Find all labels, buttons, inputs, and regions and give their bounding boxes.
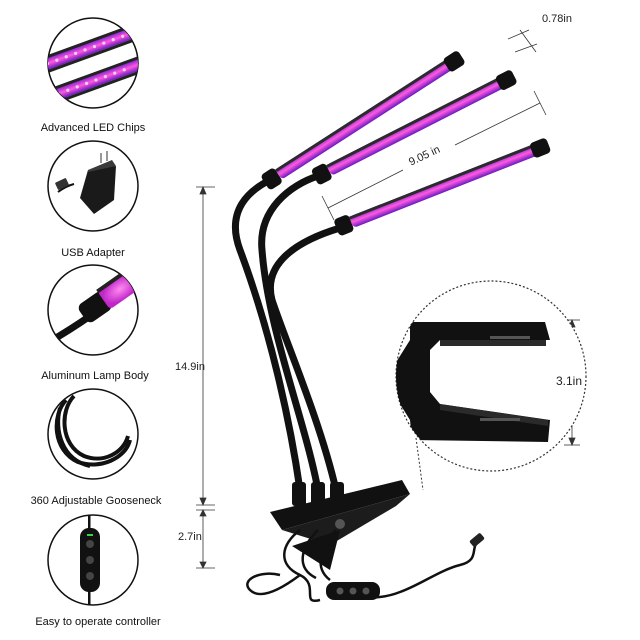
desk-clip	[270, 480, 410, 570]
clip-opening-label: 3.1in	[556, 374, 583, 388]
feature-label-gooseneck: 360 Adjustable Gooseneck	[30, 495, 162, 507]
gooseneck-icon	[47, 388, 139, 480]
bar-width-label: 0.78in	[542, 13, 572, 25]
feature-label-usb: USB Adapter	[61, 247, 125, 259]
light-bar-2	[311, 70, 517, 185]
usb-plug	[469, 533, 485, 547]
feature-label-led: Advanced LED Chips	[40, 122, 146, 134]
gooseneck-height-label: 14.9in	[175, 361, 205, 373]
feature-label-controller: Easy to operate controller	[35, 616, 161, 628]
feature-label-body: Aluminum Lamp Body	[41, 370, 149, 382]
clip-zoom-callout	[395, 280, 587, 491]
goosenecks	[231, 172, 344, 494]
lamp-body-icon	[47, 264, 139, 356]
controller-icon	[47, 514, 139, 606]
usb-adapter-icon	[47, 140, 139, 232]
light-bar-1	[261, 51, 465, 190]
light-bar-3	[334, 138, 551, 236]
inline-controller	[326, 582, 380, 600]
clip-height-label: 2.7in	[178, 531, 202, 543]
led-chips-icon	[47, 17, 139, 109]
